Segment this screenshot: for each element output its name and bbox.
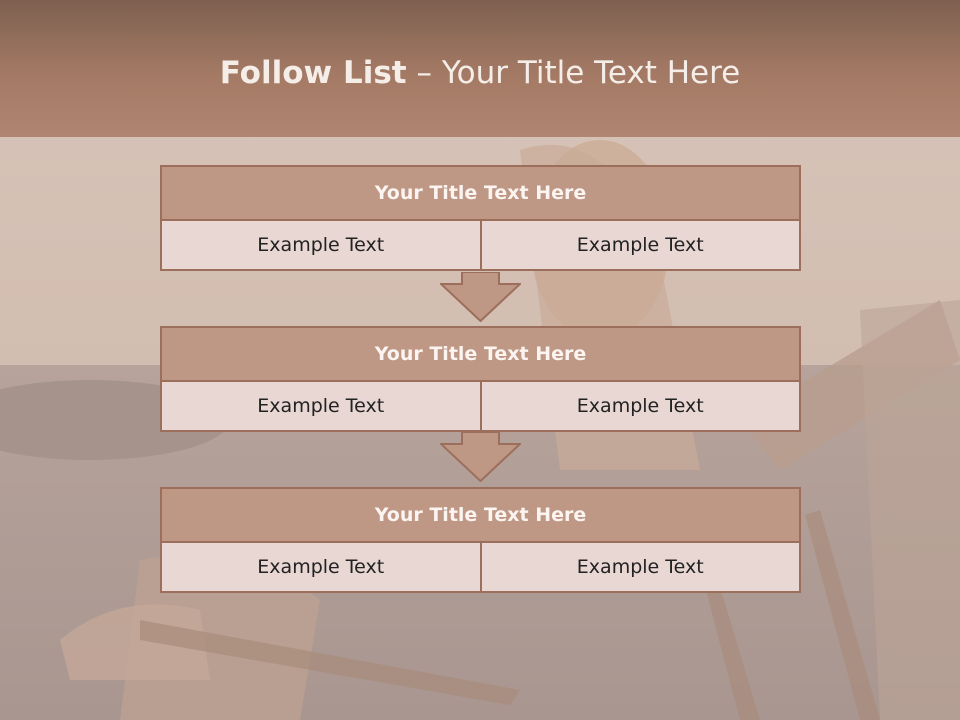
list-block-1: Your Title Text Here Example Text Exampl… bbox=[160, 165, 801, 271]
slide-title: Follow List – Your Title Text Here bbox=[0, 55, 960, 91]
list-block-2: Your Title Text Here Example Text Exampl… bbox=[160, 326, 801, 432]
block-row: Example Text Example Text bbox=[160, 221, 801, 271]
block-cell-right: Example Text bbox=[481, 221, 801, 271]
down-arrow-icon bbox=[440, 272, 521, 322]
block-cell-left: Example Text bbox=[160, 382, 482, 432]
block-title: Your Title Text Here bbox=[160, 487, 801, 543]
block-row: Example Text Example Text bbox=[160, 543, 801, 593]
title-bold: Follow List bbox=[219, 55, 407, 91]
block-row: Example Text Example Text bbox=[160, 382, 801, 432]
title-bar: Follow List – Your Title Text Here bbox=[0, 0, 960, 137]
block-cell-left: Example Text bbox=[160, 221, 482, 271]
block-cell-left: Example Text bbox=[160, 543, 482, 593]
list-block-3: Your Title Text Here Example Text Exampl… bbox=[160, 487, 801, 593]
block-cell-right: Example Text bbox=[481, 543, 801, 593]
block-cell-right: Example Text bbox=[481, 382, 801, 432]
down-arrow-icon bbox=[440, 432, 521, 482]
block-title: Your Title Text Here bbox=[160, 326, 801, 382]
title-rest: – Your Title Text Here bbox=[406, 55, 741, 91]
block-title: Your Title Text Here bbox=[160, 165, 801, 221]
